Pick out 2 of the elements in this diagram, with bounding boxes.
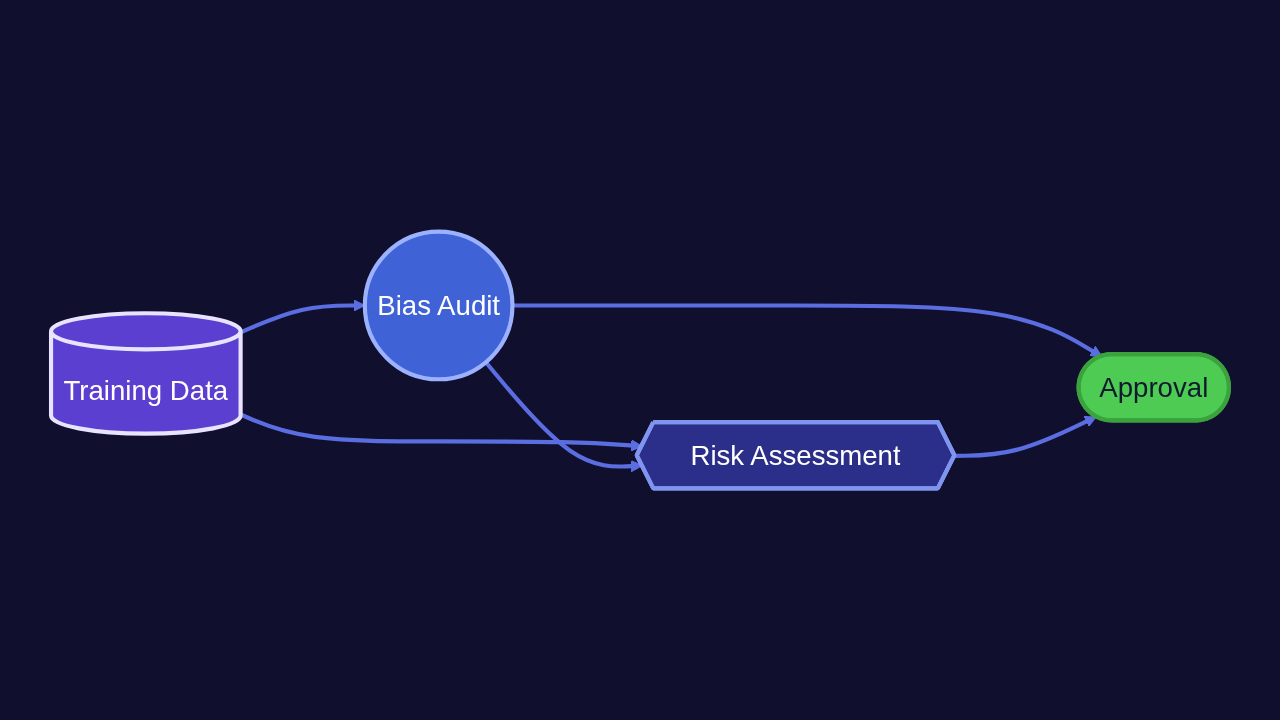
node-circle: Bias Audit xyxy=(362,229,515,382)
arrow xyxy=(955,416,1097,458)
